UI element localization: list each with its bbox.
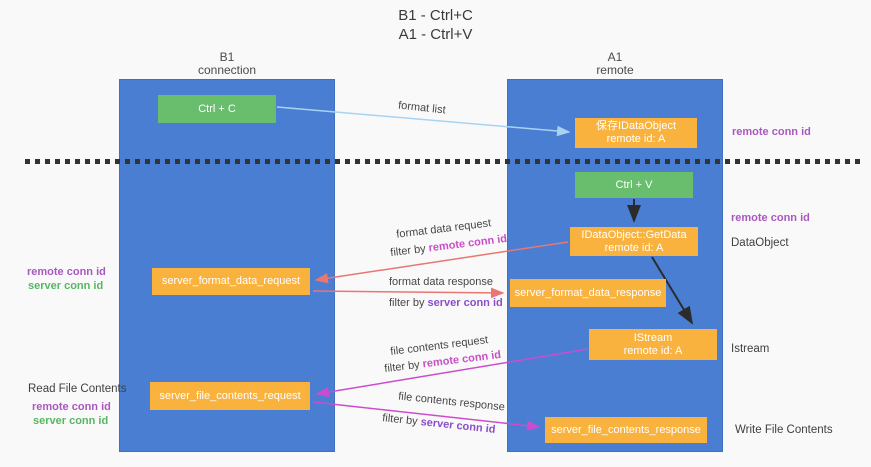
istream-side-label: Istream xyxy=(731,343,770,355)
istream-line1: IStream xyxy=(633,331,673,344)
lifeline-a1-subtitle: remote xyxy=(596,63,634,77)
left-format-remote-conn-id: remote conn id xyxy=(27,266,106,278)
lifeline-b1-name: B1 xyxy=(219,50,235,64)
lifeline-a1-name: A1 xyxy=(607,50,623,64)
filter-by-text: filter by xyxy=(383,358,421,376)
idataobject-getdata-line1: IDataObject::GetData xyxy=(581,228,687,241)
file-contents-response-label: file contents response xyxy=(397,390,506,414)
page-title: B1 - Ctrl+C A1 - Ctrl+V xyxy=(0,6,871,44)
server-format-data-response-box: server_format_data_response xyxy=(510,279,666,307)
idataobject-getdata-line2: remote id: A xyxy=(604,241,664,254)
server-conn-id-key: server conn id xyxy=(420,416,497,436)
lifeline-b1-subtitle: connection xyxy=(197,63,257,77)
server-file-contents-response-box: server_file_contents_response xyxy=(545,417,707,443)
istream-line2: remote id: A xyxy=(623,344,683,357)
server-file-contents-response-label: server_file_contents_response xyxy=(551,423,701,436)
dataobject-label: DataObject xyxy=(731,237,789,249)
istream-box: IStream remote id: A xyxy=(589,329,717,360)
server-format-data-request-box: server_format_data_request xyxy=(152,268,310,295)
server-format-data-response-label: server_format_data_response xyxy=(514,286,662,299)
ctrl-c-label: Ctrl + C xyxy=(198,102,236,115)
left-file-server-conn-id: server conn id xyxy=(33,415,109,427)
server-file-contents-request-label: server_file_contents_request xyxy=(159,389,301,402)
server-conn-id-key: server conn id xyxy=(427,297,503,309)
read-file-contents-label: Read File Contents xyxy=(28,383,127,395)
left-file-remote-conn-id: remote conn id xyxy=(32,401,111,413)
save-idataobject-box: 保存IDataObject remote id: A xyxy=(575,118,697,148)
write-file-contents-label: Write File Contents xyxy=(735,424,833,436)
remote-conn-id-key: remote conn id xyxy=(427,232,508,255)
ctrl-v-label: Ctrl + V xyxy=(615,178,653,191)
save-idataobject-line2: remote id: A xyxy=(606,133,666,145)
lifeline-header-b1: B1 connection xyxy=(167,51,287,77)
idataobject-getdata-box: IDataObject::GetData remote id: A xyxy=(570,227,698,256)
filter-by-text: filter by xyxy=(381,412,419,428)
save-idataobject-line1: 保存IDataObject xyxy=(595,120,677,132)
format-data-response-filter: filter by server conn id xyxy=(389,297,503,309)
format-list-label: format list xyxy=(397,99,447,117)
phase-separator-dashed-line xyxy=(25,159,861,164)
server-format-data-request-label: server_format_data_request xyxy=(161,275,301,287)
title-line-1: B1 - Ctrl+C xyxy=(398,7,473,24)
filter-by-text: filter by xyxy=(389,242,427,260)
filter-by-text: filter by xyxy=(389,297,425,309)
right-mid-remote-conn-id: remote conn id xyxy=(731,212,810,224)
title-line-2: A1 - Ctrl+V xyxy=(398,26,473,43)
ctrl-c-box: Ctrl + C xyxy=(158,95,276,123)
right-top-remote-conn-id: remote conn id xyxy=(732,126,811,138)
ctrl-v-box: Ctrl + V xyxy=(575,172,693,198)
file-contents-response-filter: filter by server conn id xyxy=(382,412,496,436)
format-data-response-arrow xyxy=(312,287,505,299)
lifeline-header-a1: A1 remote xyxy=(555,51,675,77)
server-file-contents-request-box: server_file_contents_request xyxy=(150,382,310,410)
format-data-response-label: format data response xyxy=(389,276,493,288)
left-format-server-conn-id: server conn id xyxy=(28,280,104,292)
